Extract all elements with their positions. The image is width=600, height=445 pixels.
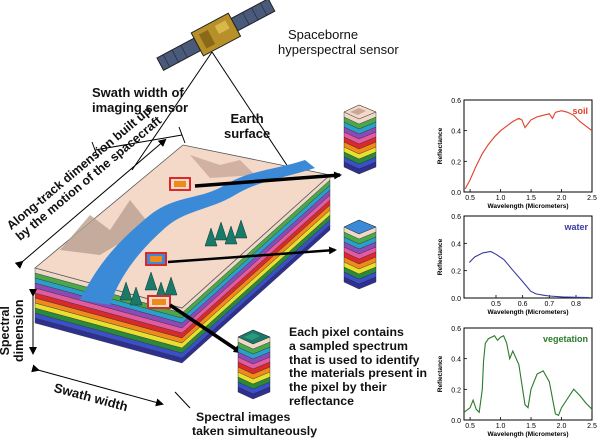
y-axis-label: Reflectance [437,238,444,275]
series-name: water [563,222,588,232]
x-tick-label: 1.0 [496,195,506,202]
x-tick-label: 0.6 [518,301,528,308]
pixel-water [145,252,167,266]
arrow-soil [194,171,342,188]
x-axis-label: Wavelength (Micrometers) [487,203,568,210]
y-tick-label: 0.0 [451,418,461,425]
spectral-dimension-label: Spectral dimension [0,299,26,362]
y-tick-label: 0.2 [451,387,461,394]
y-axis-label: Reflectance [437,127,444,164]
x-tick-label: 2.0 [557,195,567,202]
x-axis-label: Wavelength (Micrometers) [487,309,568,316]
x-tick-label: 2.0 [557,423,567,430]
series-line [463,334,593,417]
x-tick-label: 2.5 [587,423,597,430]
earth-surface-label: Earth surface [224,111,271,141]
x-tick-label: 0.5 [491,301,501,308]
y-tick-label: 0.0 [451,190,461,197]
x-tick-label: 1.5 [526,423,536,430]
arrow-vegetation [169,303,242,354]
y-tick-label: 0.6 [451,214,461,221]
pixel-spectrum-stack-soil [343,104,377,175]
y-tick-label: 0.6 [451,326,461,333]
pixel-spectrum-stack-water [343,219,377,290]
x-tick-label: 1.5 [526,195,536,202]
pixel-vegetation [147,295,171,309]
satellite-icon [156,0,276,71]
x-tick-label: 0.8 [571,301,581,308]
x-tick-label: 0.5 [465,423,475,430]
stack-top-detail [244,333,260,340]
x-tick-label: 2.5 [587,195,597,202]
pixel-spectrum-stack-vegetation [237,329,271,400]
pixel-soil [169,177,191,191]
chart-frame [463,99,593,193]
y-tick-label: 0.0 [451,296,461,303]
river [80,160,315,305]
spectral-images-label: Spectral images taken simultaneously [192,410,318,438]
arrow-water [167,246,337,264]
stack-top-detail [350,108,366,115]
series-name: vegetation [543,334,588,344]
y-tick-label: 0.2 [451,269,461,276]
y-tick-label: 0.4 [451,357,461,364]
x-tick-label: 0.5 [465,195,475,202]
pixel-note-label: Each pixel contains a sampled spectrum t… [289,325,428,408]
stack-top [343,219,377,235]
x-tick-label: 1.0 [496,423,506,430]
x-axis-label: Wavelength (Micrometers) [487,431,568,438]
chart-frame [463,215,593,299]
y-tick-label: 0.4 [451,241,461,248]
y-tick-label: 0.2 [451,159,461,166]
swath-imaging-label: Swath width of imaging sensor [92,85,189,115]
series-line [464,110,593,190]
x-tick-label: 0.7 [544,301,554,308]
sensor-label: Spaceborne hyperspectral sensor [278,27,399,57]
y-tick-label: 0.4 [451,129,461,136]
y-tick-label: 0.6 [451,98,461,105]
series-name: soil [572,106,588,116]
series-line [468,250,590,299]
y-axis-label: Reflectance [437,355,444,392]
